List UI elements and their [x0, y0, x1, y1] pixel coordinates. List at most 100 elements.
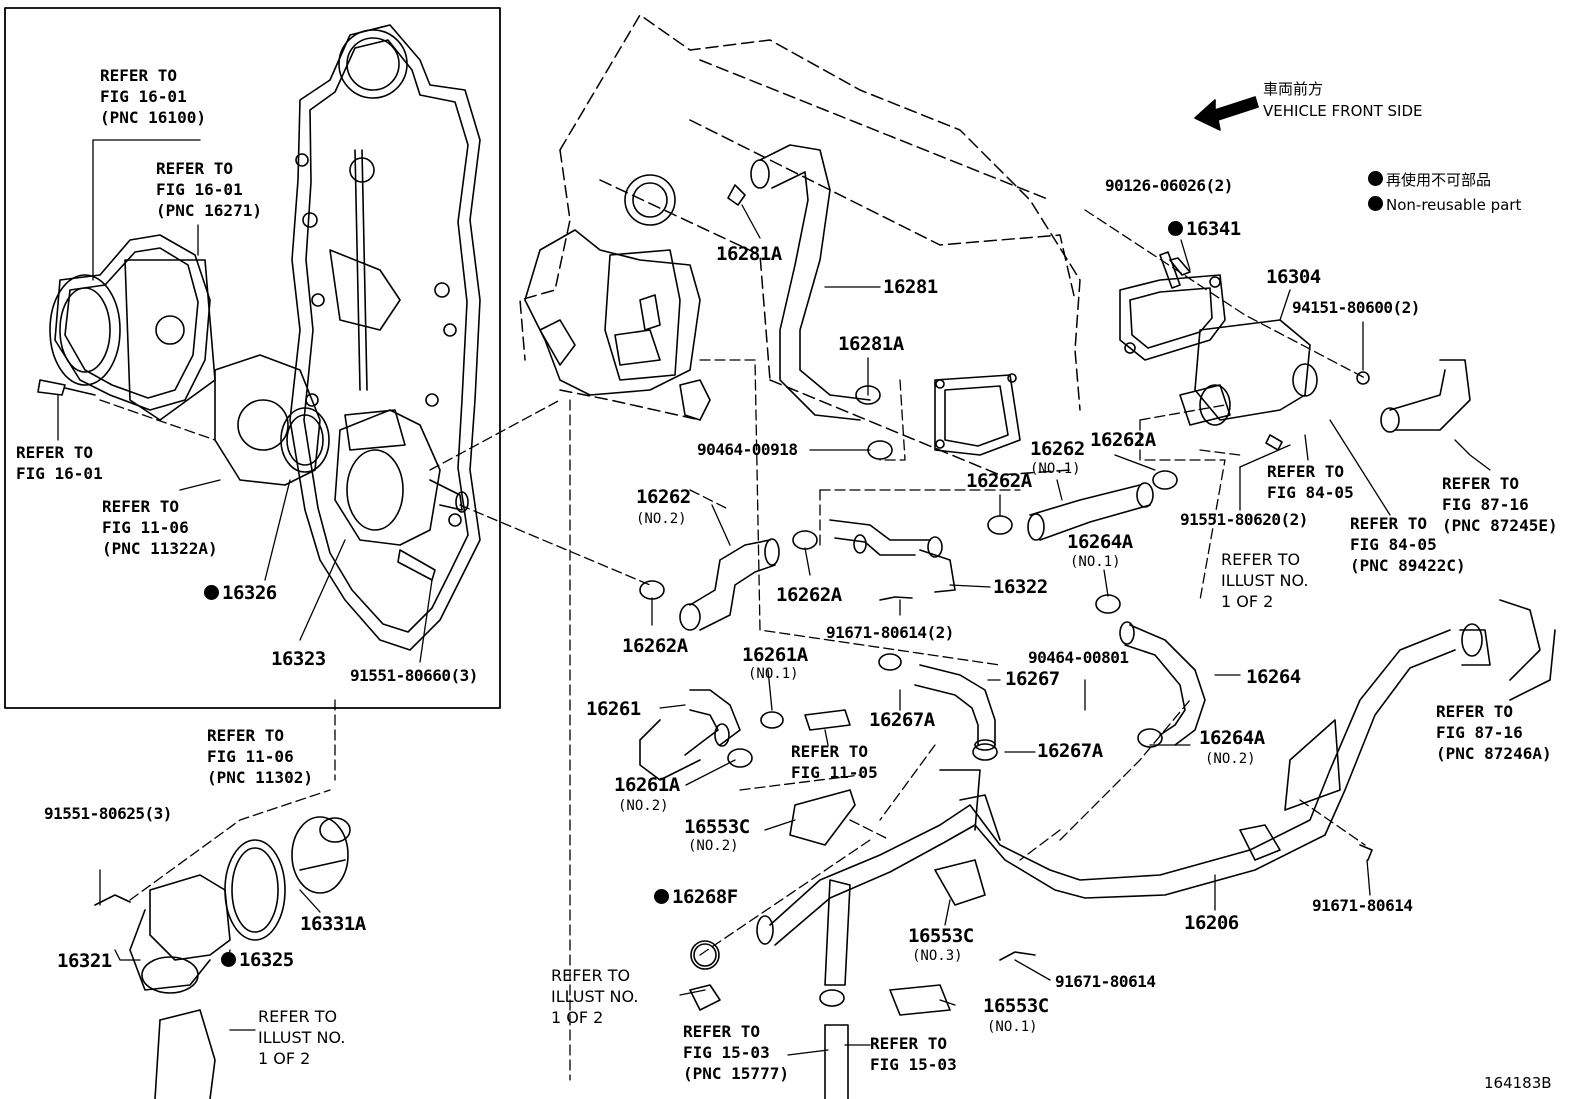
ref-fig-15-03-pnc-15777[interactable]: REFER TO FIG 15-03 (PNC 15777): [683, 1022, 789, 1083]
part-94151-80600[interactable]: 94151-80600(2): [1292, 298, 1420, 317]
legend-en-text: Non-reusable part: [1386, 196, 1522, 214]
part-16261A-no1-sub: (NO.1): [748, 666, 799, 682]
lower-hoses-bottom: [689, 984, 849, 1099]
water-pump-housing: [49, 234, 216, 421]
part-16264A-no1-sub: (NO.1): [1070, 554, 1121, 570]
part-16553C-no3[interactable]: 16553C: [908, 925, 974, 947]
part-16262-no2[interactable]: 16262: [636, 486, 691, 508]
inset-leaders: [57, 139, 433, 663]
part-16326[interactable]: 16326: [204, 584, 277, 603]
non-reusable-marker-icon: [204, 585, 219, 600]
part-16323[interactable]: 16323: [271, 648, 326, 670]
ref-fig-16-01-pnc-16100[interactable]: REFER TO FIG 16-01 (PNC 16100): [100, 66, 206, 127]
water-inlet-16321: [129, 874, 231, 994]
part-16264[interactable]: 16264: [1246, 666, 1301, 688]
part-16267[interactable]: 16267: [1005, 668, 1060, 690]
part-16262-no1[interactable]: 16262: [1030, 438, 1085, 460]
ref-illust-right[interactable]: REFER TO ILLUST NO. 1 OF 2: [1221, 550, 1309, 611]
part-16261A-no2[interactable]: 16261A: [614, 774, 680, 796]
orientation-jp: 車両前方: [1263, 80, 1324, 98]
part-90464-00801[interactable]: 90464-00801: [1028, 648, 1129, 667]
legend-jp: 再使用不可部品: [1368, 171, 1491, 188]
pipe-16322: [829, 519, 956, 593]
part-16322[interactable]: 16322: [993, 576, 1048, 598]
bolts-main: [94, 251, 1373, 961]
part-90126-06026[interactable]: 90126-06026(2): [1105, 176, 1233, 195]
part-16553C-no1-sub: (NO.1): [987, 1019, 1038, 1035]
ref-fig-11-06-pnc-11322A[interactable]: REFER TO FIG 11-06 (PNC 11322A): [102, 497, 218, 558]
part-90464-00918[interactable]: 90464-00918: [697, 440, 798, 459]
part-16321[interactable]: 16321: [57, 950, 112, 972]
part-16281A-mid[interactable]: 16281A: [838, 333, 904, 355]
pipe-16206: [756, 623, 1491, 986]
part-16281[interactable]: 16281: [883, 276, 938, 298]
ref-fig-16-01-pnc-16271[interactable]: REFER TO FIG 16-01 (PNC 16271): [156, 159, 262, 220]
ref-fig-84-05-b-text: REFER TO FIG 84-05 (PNC 89422C): [1350, 514, 1466, 575]
part-16341[interactable]: 16341: [1168, 220, 1241, 239]
part-16262-no1-sub: (NO.1): [1030, 461, 1081, 477]
part-91671-80614-a[interactable]: 91671-80614: [1055, 972, 1156, 991]
hose-16262-no1: [1027, 482, 1154, 541]
part-91551-80660[interactable]: 91551-80660(3): [350, 666, 478, 685]
non-reusable-marker-icon: [654, 889, 669, 904]
hose-clamps: [639, 385, 1178, 1007]
ref-fig-87-16-a[interactable]: REFER TO FIG 87-16 (PNC 87245E): [1442, 474, 1558, 535]
non-reusable-marker-icon: [1168, 221, 1183, 236]
part-91551-80625[interactable]: 91551-80625(3): [44, 804, 172, 823]
radiator-hose-lower: [1499, 599, 1556, 701]
part-16553C-no2-sub: (NO.2): [688, 838, 739, 854]
gasket-16341: [1169, 257, 1191, 276]
part-16268F[interactable]: 16268F: [654, 888, 738, 907]
part-16553C-no2[interactable]: 16553C: [684, 816, 750, 838]
orientation-en: VEHICLE FRONT SIDE: [1263, 102, 1423, 120]
part-16261A-no1[interactable]: 16261A: [742, 644, 808, 666]
part-16262-no2-sub: (NO.2): [636, 511, 687, 527]
thermostat-16331A: [291, 816, 351, 894]
part-16325-text: 16325: [239, 949, 294, 971]
lower-hose-left: [154, 1009, 216, 1099]
ref-fig-11-05[interactable]: REFER TO FIG 11-05: [791, 742, 878, 782]
ref-fig-15-03[interactable]: REFER TO FIG 15-03: [870, 1034, 957, 1074]
radiator-hose-upper: [1380, 359, 1471, 433]
part-16331A[interactable]: 16331A: [300, 913, 366, 935]
ref-illust-bottom[interactable]: REFER TO ILLUST NO. 1 OF 2: [551, 966, 639, 1027]
part-91551-80620[interactable]: 91551-80620(2): [1180, 510, 1308, 529]
part-16264A-no2[interactable]: 16264A: [1199, 727, 1265, 749]
timing-chain-cover: [289, 24, 481, 651]
ref-fig-84-05-a[interactable]: REFER TO FIG 84-05: [1267, 462, 1354, 502]
part-16262A-right[interactable]: 16262A: [966, 470, 1032, 492]
engine-block-outline: [519, 14, 1081, 476]
part-16261[interactable]: 16261: [586, 698, 641, 720]
non-reusable-marker-icon: [1368, 171, 1383, 186]
engine-gasket: [934, 373, 1021, 456]
part-91671-80614-2[interactable]: 91671-80614(2): [826, 623, 954, 642]
ref-fig-11-06-pnc-11302[interactable]: REFER TO FIG 11-06 (PNC 11302): [207, 726, 313, 787]
part-16267A-left[interactable]: 16267A: [869, 709, 935, 731]
ref-fig-84-05-b[interactable]: REFER TO FIG 84-05 (PNC 89422C): [1350, 513, 1466, 576]
part-16262A-mid[interactable]: 16262A: [776, 584, 842, 606]
water-pump-cover: [214, 354, 330, 486]
part-16553C-no1[interactable]: 16553C: [983, 995, 1049, 1017]
part-16264A-no1[interactable]: 16264A: [1067, 531, 1133, 553]
gasket-16325: [224, 839, 286, 941]
part-16325[interactable]: 16325: [221, 951, 294, 970]
ref-fig-87-16-b[interactable]: REFER TO FIG 87-16 (PNC 87246A): [1436, 702, 1552, 763]
part-16341-text: 16341: [1186, 218, 1241, 240]
legend-jp-text: 再使用不可部品: [1386, 171, 1492, 189]
ref-illust-left[interactable]: REFER TO ILLUST NO. 1 OF 2: [258, 1007, 346, 1068]
solid-leaders: [99, 204, 1491, 1056]
part-91671-80614-b[interactable]: 91671-80614: [1312, 896, 1413, 915]
hose-16262-no2: [679, 538, 780, 631]
hose-16261: [639, 689, 741, 781]
part-16267A-right[interactable]: 16267A: [1037, 740, 1103, 762]
part-16326-text: 16326: [222, 582, 277, 604]
part-16262A-left[interactable]: 16262A: [622, 635, 688, 657]
part-16206[interactable]: 16206: [1184, 912, 1239, 934]
part-16304[interactable]: 16304: [1266, 266, 1321, 288]
ref-fig-16-01-bolt[interactable]: REFER TO FIG 16-01: [16, 443, 103, 483]
part-16264A-no2-sub: (NO.2): [1205, 751, 1256, 767]
hose-16267: [914, 664, 996, 751]
part-16262A-rightb[interactable]: 16262A: [1090, 429, 1156, 451]
part-16281A-top[interactable]: 16281A: [716, 243, 782, 265]
